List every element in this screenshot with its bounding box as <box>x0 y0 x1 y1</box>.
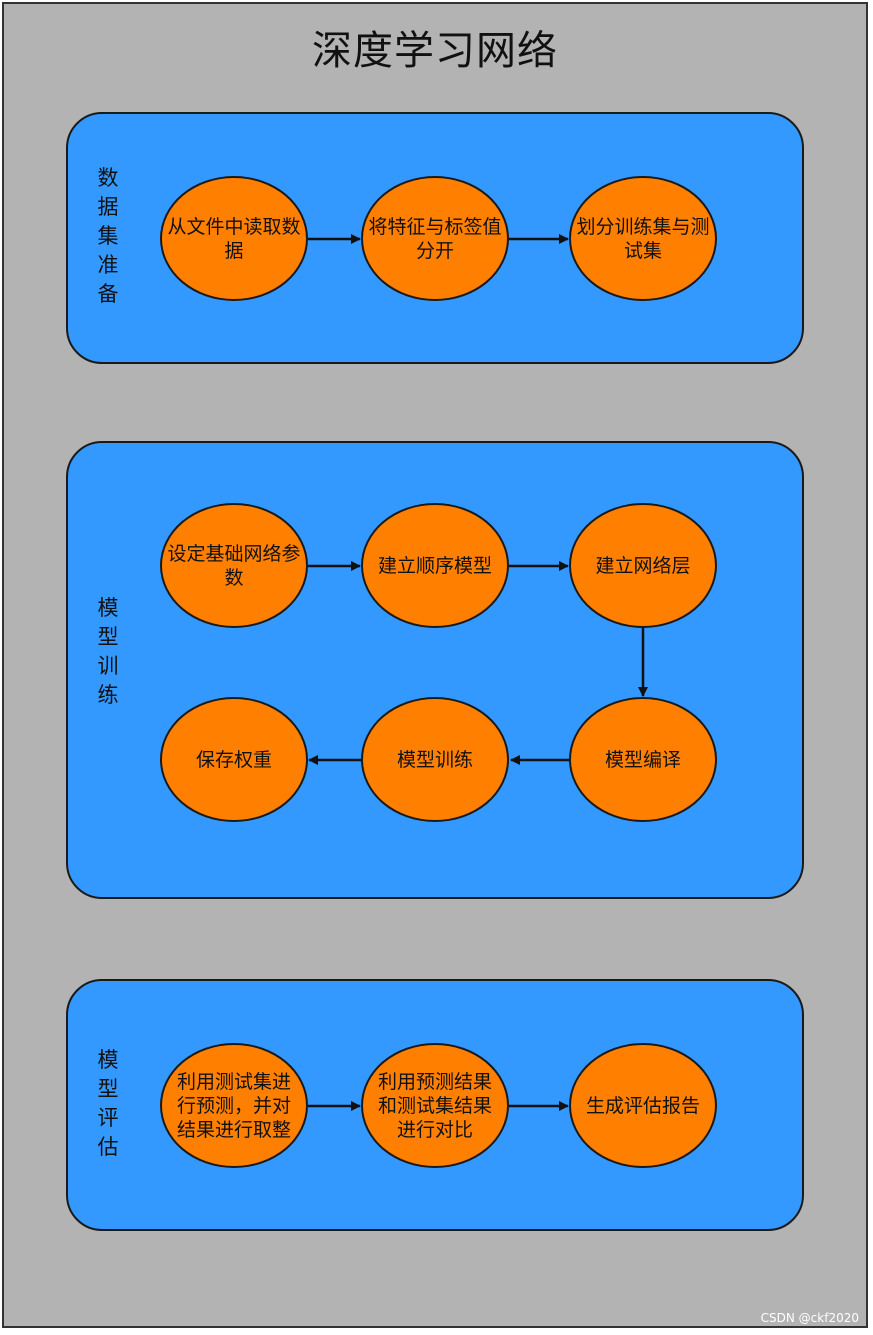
node-label: 设定基础网络参数 <box>167 542 301 589</box>
node-predict-test: 利用测试集进行预测，并对结果进行取整 <box>160 1043 308 1168</box>
panel-label-model-training: 模型训练 <box>97 596 119 707</box>
node-generate-report: 生成评估报告 <box>569 1043 717 1168</box>
node-build-sequential-model: 建立顺序模型 <box>361 503 509 628</box>
panel-label-data-preparation: 数据集准备 <box>97 166 119 306</box>
node-read-data: 从文件中读取数据 <box>160 176 308 301</box>
node-label: 划分训练集与测试集 <box>576 215 710 262</box>
node-split-features-labels: 将特征与标签值分开 <box>361 176 509 301</box>
diagram-title: 深度学习网络 <box>312 28 558 74</box>
node-label: 利用测试集进行预测，并对结果进行取整 <box>176 1070 291 1141</box>
node-set-base-params: 设定基础网络参数 <box>160 503 308 628</box>
node-label: 生成评估报告 <box>585 1094 700 1117</box>
node-label: 利用预测结果和测试集结果进行对比 <box>377 1070 492 1141</box>
node-label: 将特征与标签值分开 <box>368 215 502 262</box>
node-build-layers: 建立网络层 <box>569 503 717 628</box>
node-train-model: 模型训练 <box>361 697 509 822</box>
node-compile-model: 模型编译 <box>569 697 717 822</box>
node-label: 从文件中读取数据 <box>167 215 301 262</box>
node-compare-results: 利用预测结果和测试集结果进行对比 <box>361 1043 509 1168</box>
node-label: 建立网络层 <box>595 554 691 577</box>
node-save-weights: 保存权重 <box>160 697 308 822</box>
node-label: 建立顺序模型 <box>377 554 492 577</box>
node-label: 模型训练 <box>396 748 473 771</box>
panel-label-model-evaluation: 模型评估 <box>97 1048 119 1159</box>
watermark: CSDN @ckf2020 <box>760 1311 859 1325</box>
node-split-train-test: 划分训练集与测试集 <box>569 176 717 301</box>
node-label: 模型编译 <box>604 748 681 771</box>
node-label: 保存权重 <box>195 748 272 771</box>
